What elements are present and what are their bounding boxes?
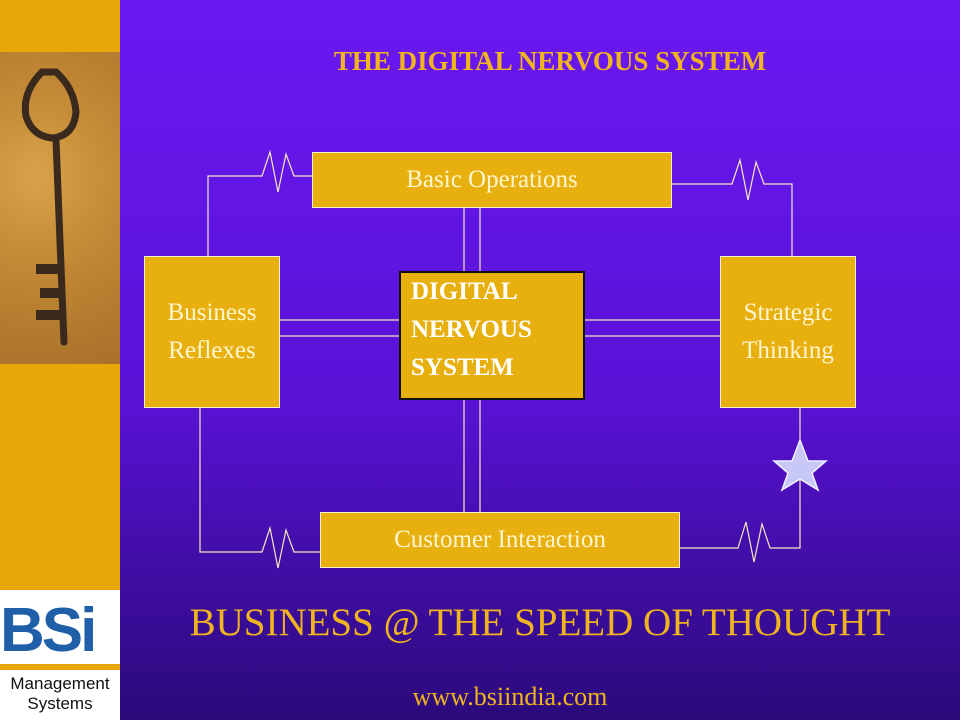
- logo-panel: [0, 590, 120, 720]
- customer-interaction-box: Customer Interaction: [320, 512, 680, 568]
- logo-divider: [0, 664, 120, 670]
- zigzag-signal-icon: [207, 149, 312, 256]
- customer-interaction-label: Customer Interaction: [394, 526, 606, 553]
- business-reflexes-line1: Business: [167, 299, 257, 326]
- website-link[interactable]: www.bsiindia.com: [412, 682, 608, 711]
- strategic-thinking-box: Strategic Thinking: [720, 256, 856, 408]
- logo-text: BSi: [0, 596, 97, 665]
- basic-operations-box: Basic Operations: [312, 152, 672, 208]
- zigzag-signal-icon: [680, 408, 801, 563]
- center-line1: DIGITAL: [411, 278, 518, 305]
- center-line2: NERVOUS: [411, 316, 532, 343]
- logo-subtitle-line2: Systems: [27, 694, 93, 713]
- basic-operations-label: Basic Operations: [406, 166, 578, 193]
- page-title: THE DIGITAL NERVOUS SYSTEM: [333, 46, 767, 76]
- business-reflexes-line2: Reflexes: [168, 337, 256, 364]
- key-photo: [0, 52, 120, 364]
- logo-subtitle: Management Systems: [0, 674, 120, 714]
- logo-subtitle-line1: Management: [10, 674, 110, 693]
- zigzag-signal-icon: [199, 408, 320, 569]
- digital-nervous-system-box: DIGITAL NERVOUS SYSTEM: [399, 271, 585, 400]
- zigzag-signal-icon: [672, 157, 793, 256]
- star-icon: [771, 437, 829, 492]
- business-reflexes-box: Business Reflexes: [144, 256, 280, 408]
- strategic-thinking-line2: Thinking: [742, 337, 834, 364]
- bsi-logo: BSi: [0, 600, 120, 662]
- tagline: BUSINESS @ THE SPEED OF THOUGHT: [189, 601, 891, 644]
- key-icon: [21, 68, 80, 346]
- strategic-thinking-line1: Strategic: [743, 299, 833, 326]
- center-line3: SYSTEM: [411, 354, 514, 381]
